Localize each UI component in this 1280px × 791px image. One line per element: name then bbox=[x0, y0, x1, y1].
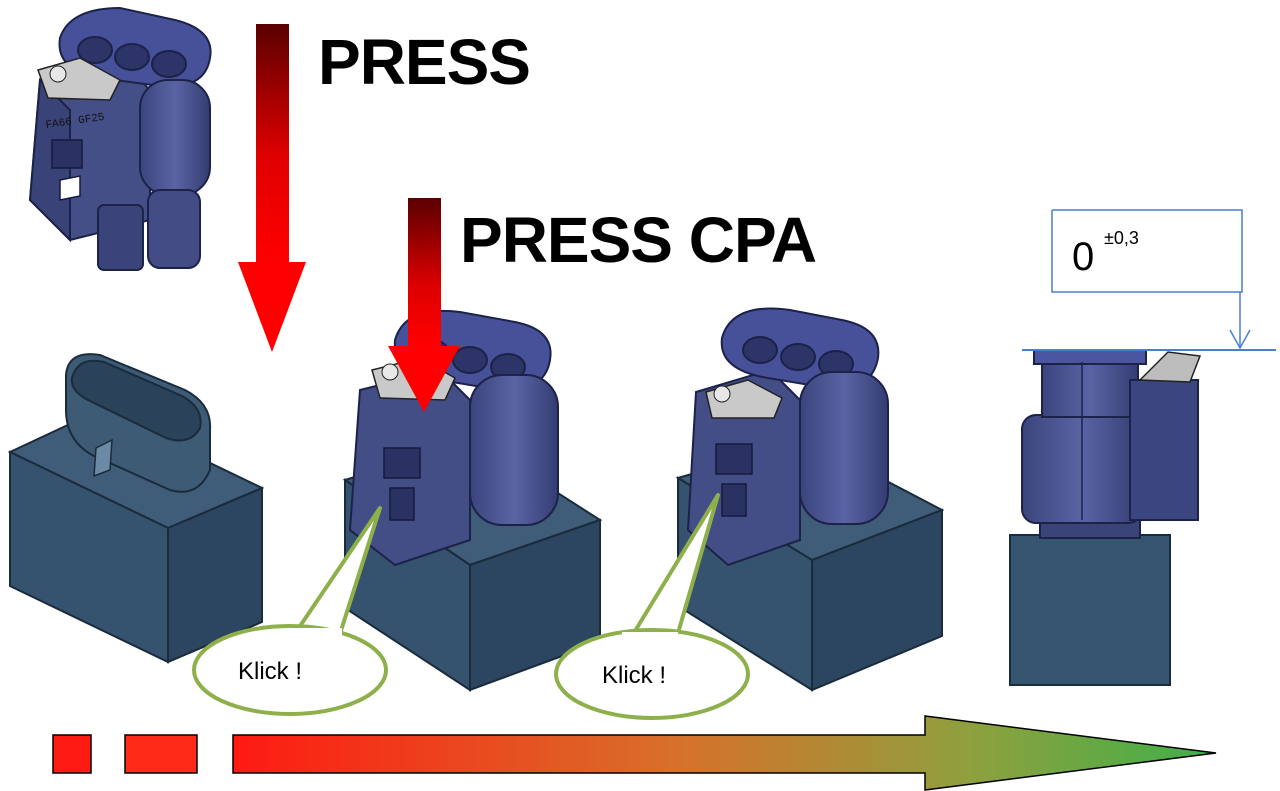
progress-step-2 bbox=[124, 734, 198, 774]
progress-indicator bbox=[52, 715, 1217, 791]
mated-connector-cpa-closed bbox=[675, 307, 945, 692]
tolerance-dimension: 0 ±0,3 bbox=[1022, 209, 1276, 351]
klick-callout-1: Klick ! bbox=[192, 506, 388, 716]
tolerance-value: 0 bbox=[1072, 235, 1094, 279]
press-cpa-label: PRESS CPA bbox=[460, 204, 816, 276]
tolerance-deviation: ±0,3 bbox=[1104, 228, 1139, 248]
side-view-assembly bbox=[1009, 349, 1202, 686]
press-label: PRESS bbox=[318, 26, 530, 98]
progress-step-1 bbox=[52, 734, 92, 774]
press-cpa-arrow bbox=[388, 198, 460, 412]
klick-callout-2: Klick ! bbox=[554, 493, 750, 720]
klick-text-1: Klick ! bbox=[238, 658, 302, 685]
mated-connector-cpa-open bbox=[342, 309, 603, 692]
progress-arrow bbox=[232, 715, 1217, 791]
press-arrow bbox=[238, 24, 306, 352]
klick-text-2: Klick ! bbox=[602, 662, 666, 689]
connector-unmated: FA66 GF25 bbox=[28, 6, 212, 271]
receptacle-base bbox=[7, 353, 265, 664]
